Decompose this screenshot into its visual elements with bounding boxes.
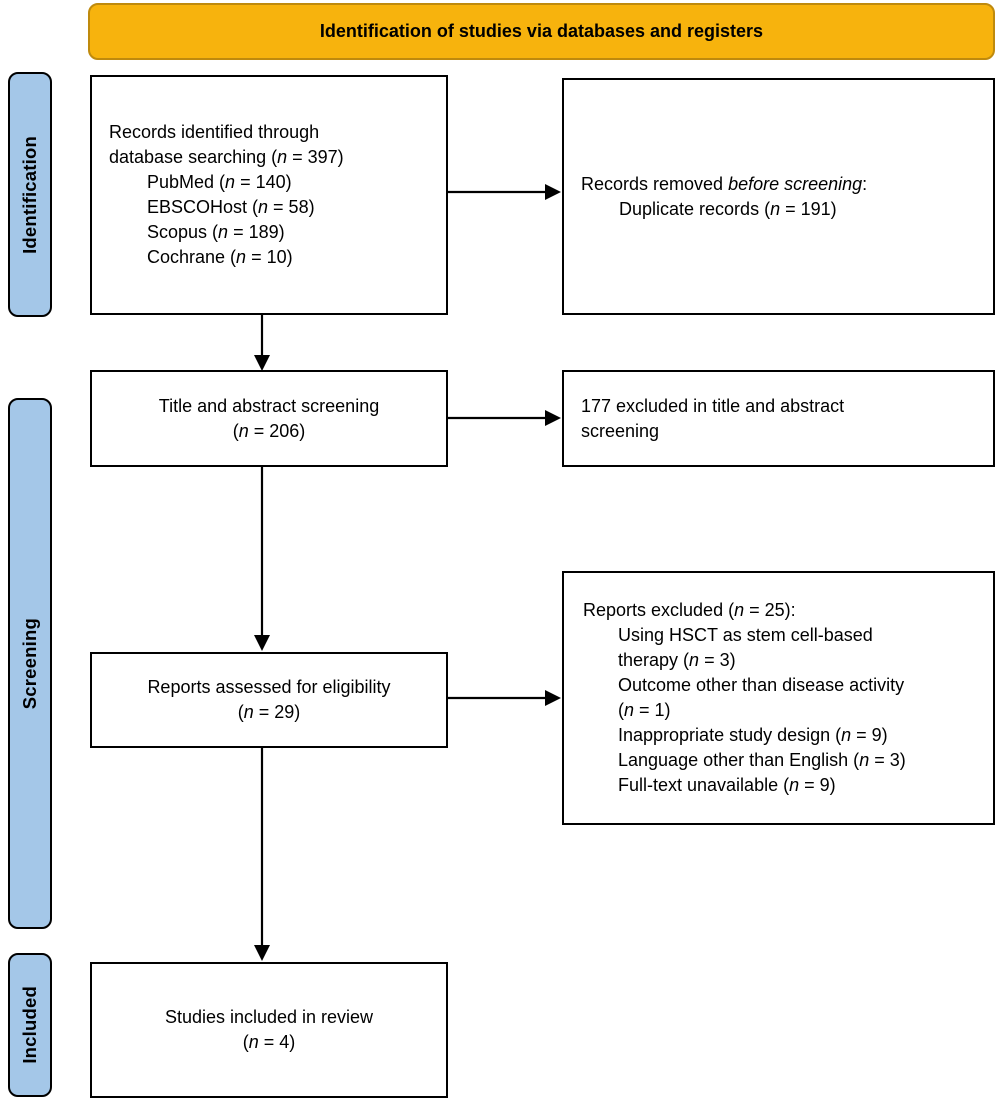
box-reports-excluded: Reports excluded (n = 25):Using HSCT as … xyxy=(562,571,995,825)
banner: Identification of studies via databases … xyxy=(88,3,995,60)
box-studies-included: Studies included in review(n = 4) xyxy=(90,962,448,1098)
arrow-assessed-to-reports-excluded xyxy=(448,690,561,706)
box-reports-assessed: Reports assessed for eligibility(n = 29) xyxy=(90,652,448,748)
arrow-identified-to-screening xyxy=(254,315,270,371)
stage-label-identification: Identification xyxy=(8,72,52,317)
arrow-identified-to-removed xyxy=(448,184,561,200)
stage-label-included: Included xyxy=(8,953,52,1097)
box-records-removed: Records removed before screening:Duplica… xyxy=(562,78,995,315)
banner-title: Identification of studies via databases … xyxy=(319,21,764,41)
arrow-screening-to-excluded xyxy=(448,410,561,426)
arrow-screening-to-assessed xyxy=(254,467,270,651)
stage-label-screening: Screening xyxy=(8,398,52,929)
arrow-assessed-to-included xyxy=(254,748,270,961)
box-title-abstract-screening: Title and abstract screening(n = 206) xyxy=(90,370,448,467)
